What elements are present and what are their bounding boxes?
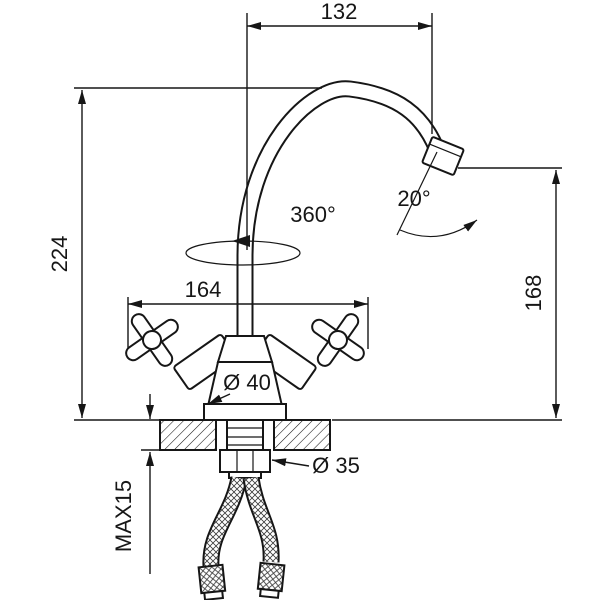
body-diameter-callout: Ø 40 <box>207 370 271 405</box>
dim-spout-height: 168 <box>332 167 562 421</box>
faucet-body <box>203 335 287 421</box>
hose-fitting-left <box>197 563 227 600</box>
faucet-spout <box>236 80 445 340</box>
swivel-arrowhead <box>232 235 250 247</box>
dim-spout-reach-label: 132 <box>321 0 358 24</box>
swivel-angle-label: 360° <box>290 202 336 227</box>
swivel-annotation: 360° <box>185 202 336 266</box>
dim-handle-span: 164 <box>127 277 369 349</box>
max-thickness-dim: MAX15 <box>111 394 162 574</box>
outlet-angle-annotation: 20° <box>396 151 478 238</box>
max-thickness-label: MAX15 <box>111 480 136 552</box>
shank-and-nut <box>219 419 271 479</box>
dim-total-height-label: 224 <box>47 236 72 273</box>
faucet-handle-right <box>311 313 365 367</box>
dim-spout-reach: 132 <box>246 0 433 250</box>
faucet-handle-left <box>125 313 179 367</box>
shank-diameter-callout: Ø 35 <box>271 453 360 478</box>
faucet <box>125 80 465 600</box>
faucet-aerator <box>421 136 465 176</box>
mounting-deck <box>159 419 331 451</box>
outlet-angle-label: 20° <box>397 186 430 211</box>
supply-hoses <box>197 476 286 600</box>
dim-total-height: 224 <box>47 87 322 421</box>
dim-handle-span-label: 164 <box>185 277 222 302</box>
body-diameter-label: Ø 40 <box>223 370 271 395</box>
hose-fitting-right <box>256 561 286 599</box>
dim-spout-height-label: 168 <box>521 275 546 312</box>
shank-diameter-label: Ø 35 <box>312 453 360 478</box>
